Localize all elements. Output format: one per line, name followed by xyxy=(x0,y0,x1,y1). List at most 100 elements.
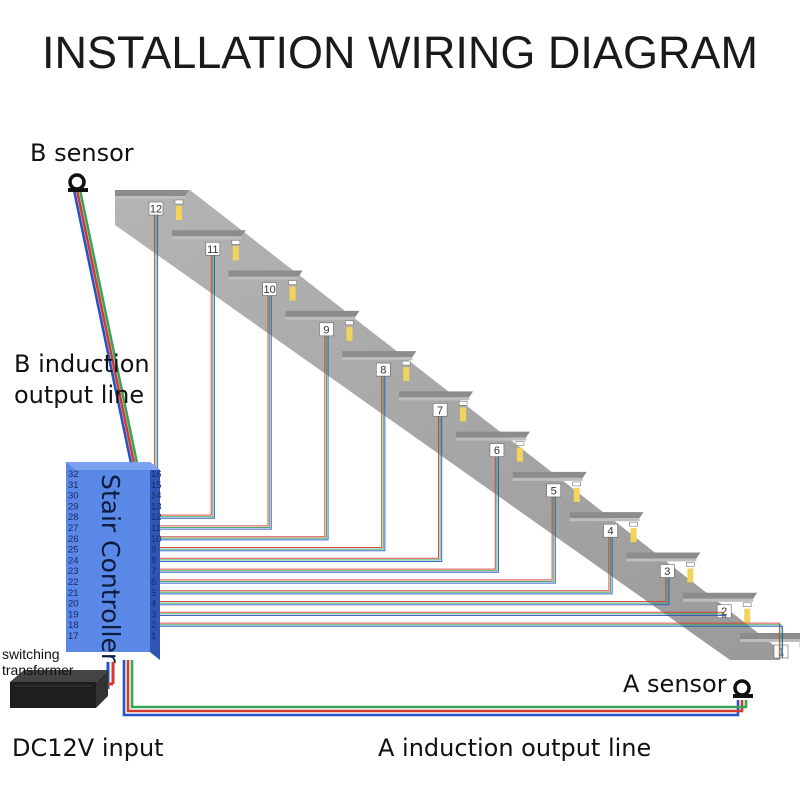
controller-pin-right: 10 xyxy=(151,534,162,545)
b-sensor xyxy=(68,173,88,192)
stair-tread-edge xyxy=(683,598,754,602)
step-number: 2 xyxy=(721,606,727,618)
b-sensor-label: B sensor xyxy=(30,139,134,167)
controller-label: Stair Controller xyxy=(96,474,125,664)
controller-pin-right: 7 xyxy=(151,566,156,577)
step-wire xyxy=(160,295,272,530)
step-wire xyxy=(160,295,271,528)
controller-pin-right: 12 xyxy=(151,512,162,523)
controller-pin-right: 9 xyxy=(151,545,156,556)
step-light-glow xyxy=(346,326,353,341)
stair-tread xyxy=(740,633,800,639)
step-light-glow xyxy=(516,447,523,462)
step-wire xyxy=(160,335,326,538)
step-wire xyxy=(160,577,668,604)
stair-tread-edge xyxy=(512,477,583,481)
controller-pin-left: 25 xyxy=(68,545,79,556)
step-light-glow xyxy=(176,206,182,220)
step-light-icon xyxy=(686,562,695,567)
step-wire xyxy=(160,335,327,539)
step-wire xyxy=(160,613,725,618)
step-wire xyxy=(160,625,784,658)
step-wire xyxy=(160,416,443,562)
controller-pin-right: 3 xyxy=(151,609,156,620)
step-wire xyxy=(160,255,212,516)
step-number: 6 xyxy=(494,445,500,457)
stair-tread xyxy=(228,270,303,277)
step-number: 7 xyxy=(437,405,443,417)
step-number: 3 xyxy=(664,566,670,578)
step-wire xyxy=(160,577,670,606)
stair-tread-edge xyxy=(285,316,356,320)
controller-pin-right: 14 xyxy=(151,491,162,502)
step-wire xyxy=(160,255,215,519)
step-wire xyxy=(160,376,383,548)
step-wire xyxy=(160,295,269,527)
controller-pin-right: 5 xyxy=(151,588,156,599)
step-light-glow xyxy=(289,286,296,301)
step-wire xyxy=(160,496,553,581)
stair-tread-edge xyxy=(455,437,526,441)
controller-pin-right: 13 xyxy=(151,501,162,512)
step-light-icon xyxy=(401,360,411,366)
step-wire xyxy=(160,577,667,602)
step-light-icon xyxy=(231,239,241,245)
step-wire xyxy=(160,496,555,582)
step-number: 12 xyxy=(150,204,162,216)
a-induction-label: A induction output line xyxy=(378,734,651,762)
step-number: 10 xyxy=(264,284,276,296)
stair-tread xyxy=(399,391,474,398)
b-sensor-cable xyxy=(72,189,139,464)
stair-tread xyxy=(455,431,530,438)
stair-tread-edge xyxy=(115,196,185,199)
stair-tread xyxy=(115,190,189,196)
stair-tread xyxy=(171,230,246,237)
controller-pin-right: 2 xyxy=(151,620,156,631)
step-light-icon xyxy=(572,481,582,487)
controller-pin-right: 1 xyxy=(151,631,156,642)
controller-pin-right: 16 xyxy=(151,469,162,480)
controller-pin-left: 21 xyxy=(68,588,79,599)
step-wire xyxy=(160,416,441,561)
stair-tread xyxy=(626,552,701,559)
controller-pin-left: 22 xyxy=(68,577,79,588)
controller-pin-left: 17 xyxy=(68,631,79,642)
controller-pin-right: 6 xyxy=(151,577,156,588)
step-wire xyxy=(160,537,612,593)
stair-tread xyxy=(285,310,360,317)
b-output-line-label: output line xyxy=(14,381,144,409)
controller-pin-left: 32 xyxy=(68,469,79,480)
a-sensor-cable xyxy=(122,660,748,717)
step-number: 8 xyxy=(380,365,386,377)
stair-tread xyxy=(342,351,417,358)
step-light-icon xyxy=(629,521,638,527)
staircase xyxy=(115,190,780,660)
step-wire xyxy=(160,376,384,550)
step-light-icon xyxy=(742,602,752,608)
step-wire xyxy=(160,456,498,572)
controller-pin-left: 30 xyxy=(68,491,79,502)
step-light-glow xyxy=(687,568,694,583)
stair-tread-edge xyxy=(342,357,413,361)
b-induction-label: B induction xyxy=(14,350,150,378)
step-wire xyxy=(160,537,610,592)
transformer-label-1: switching xyxy=(2,646,60,662)
step-wire xyxy=(160,456,500,573)
a-sensor-label: A sensor xyxy=(623,670,727,698)
diagram-title: INSTALLATION WIRING DIAGRAM xyxy=(42,27,758,78)
transformer-label-2: transformer xyxy=(2,662,74,678)
controller-pin-left: 26 xyxy=(68,534,79,545)
controller-pin-right: 11 xyxy=(151,523,161,534)
stair-tread-edge xyxy=(626,558,697,562)
step-wire xyxy=(160,615,727,618)
step-light-glow xyxy=(573,487,580,502)
step-wire xyxy=(160,624,782,658)
step-light-glow xyxy=(744,608,751,623)
dc-input-label: DC12V input xyxy=(12,734,164,762)
step-wire xyxy=(160,496,556,584)
step-light-glow xyxy=(403,367,410,382)
